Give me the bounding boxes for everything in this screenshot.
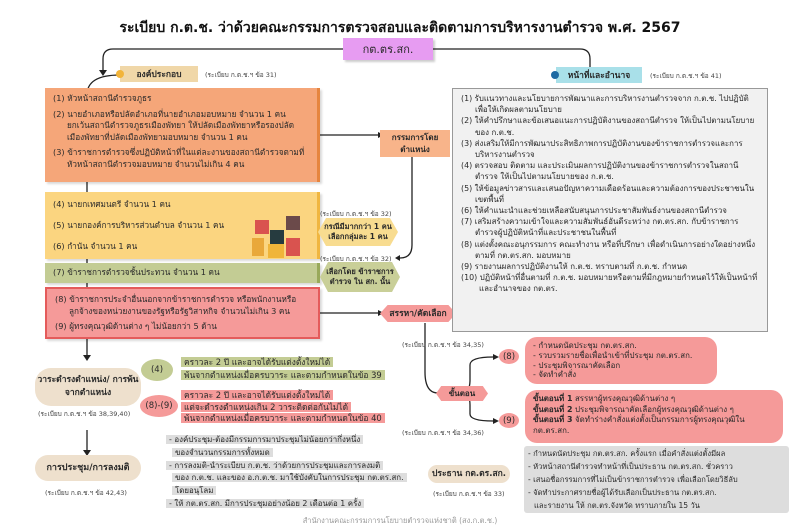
chair-duty-4b: และรายงาน ให้ กต.ตร.จังหวัด ทราบภายใน 15… [534, 501, 700, 510]
meeting-label: การประชุม/การลงมติ [46, 462, 130, 473]
meeting-rule-1: - องค์ประชุม-ต้องมีกรรมการมาประชุมไม่น้อ… [166, 435, 364, 444]
step9-2-text: ประชุมพิจารณาคัดเลือกผู้ทรงคุณวุฒิด้านต่… [572, 404, 734, 414]
chair-duty-3: - เสนอชื่อกรรมการที่ไม่เป็นข้าราชการตำรว… [528, 475, 738, 484]
term-ref: (ระเบียบ ก.ต.ช.ฯ ข้อ 38,39,40) [38, 410, 131, 418]
duties-label-text: หน้าที่และอำนาจ [567, 71, 631, 81]
chair-duties: - กำหนดนัดประชุม กต.ตร.สก. ครั้งแรก เมื่… [524, 446, 789, 513]
meeting-rule-2b: ของ ก.ต.ช. และของ อ.ก.ต.ช. มาใช้บังคับใน… [172, 473, 407, 483]
meeting-rules: - องค์ประชุม-ต้องมีกรรมการมาประชุมไม่น้อ… [166, 434, 407, 511]
meeting-pill: การประชุม/การลงมติ [35, 455, 141, 481]
recruit-label: สรรหา/คัดเลือก [389, 308, 447, 319]
member-6: (6) กำนัน จำนวน 1 คน [53, 241, 138, 251]
chair-duty-2: - หัวหน้าสถานีตำรวจทำหน้าที่เป็นประธาน ก… [528, 462, 733, 471]
duty-8: (8) แต่งตั้งคณะอนุกรรมการ คณะทำงาน หรือท… [461, 239, 756, 260]
duties-label: หน้าที่และอำนาจ [556, 67, 642, 83]
term-89-badge: (8)-(9) [140, 395, 178, 417]
hex1-text: กรณีมีมากกว่า 1 คน เลือกกลุ่มละ 1 คน [324, 222, 392, 241]
step8-2: - รวบรวมรายชื่อเพื่อนำเข้าที่ประชุม กต.ต… [533, 350, 693, 360]
ref-34-35: (ระเบียบ ก.ต.ช.ฯ ข้อ 34,35) [402, 341, 484, 349]
chair-pill: ประธาน กต.ตร.สก. [428, 465, 510, 483]
composition-label-text: องค์ประกอบ [136, 70, 182, 80]
term-4-line1: คราวละ 2 ปี และอาจได้รับแต่งตั้งใหม่ได้ [181, 357, 334, 367]
recruit-hex: สรรหา/คัดเลือก [380, 305, 456, 322]
term-89-text: คราวละ 2 ปี และอาจได้รับแต่งตั้งใหม่ได้ … [181, 390, 385, 425]
chair-duty-4: - จัดทำประกาศรายชื่อผู้ได้รับเลือกเป็นปร… [528, 488, 717, 497]
term-89-line1: คราวละ 2 ปี และอาจได้รับแต่งตั้งใหม่ได้ [181, 390, 334, 400]
member-4: (4) นายกเทศมนตรี จำนวน 1 คน [53, 199, 171, 209]
composition-orange-box: (1) หัวหน้าสถานีตำรวจภูธร (2) นายอำเภอหร… [45, 88, 320, 182]
duty-3: (3) ส่งเสริมให้มีการพัฒนาประสิทธิภาพการป… [461, 138, 743, 160]
duty-6: (6) ให้คำแนะนำและช่วยเหลือสนับสนุนการประ… [461, 206, 727, 216]
member-7: (7) ข้าราชการตำรวจชั้นประทวน จำนวน 1 คน [53, 267, 220, 277]
composition-ref: (ระเบียบ ก.ต.ช.ฯ ข้อ 31) [205, 71, 277, 79]
member-8: (8) ข้าราชการประจำอื่นนอกจากข้าราชการตำร… [55, 294, 297, 316]
puzzle-illustration [250, 212, 310, 258]
step9-2-title: ขั้นตอนที่ 2 [533, 404, 573, 414]
duty-7: (7) เสริมสร้างความเข้าใจและความสัมพันธ์อ… [461, 217, 739, 238]
term-89-line2: แต่จะดำรงตำแหน่งเกิน 2 วาระติดต่อกันไม่ไ… [181, 401, 352, 412]
composition-red-box: (8) ข้าราชการประจำอื่นนอกจากข้าราชการตำร… [45, 287, 320, 339]
meeting-rule-3: - ให้ กต.ตร.สก. มีการประชุมอย่างน้อย 2 เ… [166, 498, 365, 508]
ref-32-b: (ระเบียบ ก.ต.ช.ฯ ข้อ 32) [320, 255, 392, 263]
duty-10: (10) ปฏิบัติหน้าที่อื่นตามที่ ก.ต.ช. มอบ… [461, 273, 758, 294]
page-title: ระเบียบ ก.ต.ช. ว่าด้วยคณะกรรมการตรวจสอบแ… [119, 20, 681, 36]
duty-9: (9) รายงานผลการปฏิบัติงานให้ ก.ต.ช. ทราบ… [461, 262, 688, 272]
group-8-badge: (8) [499, 349, 519, 364]
step9-1: ขั้นตอนที่ 1 สรรหาผู้ทรงคุณวุฒิด้านต่าง … [533, 394, 775, 405]
step9-2: ขั้นตอนที่ 2 ประชุมพิจารณาคัดเลือกผู้ทรง… [533, 405, 775, 416]
duties-dot [551, 71, 559, 79]
step9-1-text: สรรหาผู้ทรงคุณวุฒิด้านต่าง ๆ [572, 394, 676, 403]
steps-9-box: ขั้นตอนที่ 1 สรรหาผู้ทรงคุณวุฒิด้านต่าง … [525, 390, 783, 443]
meeting-ref: (ระเบียบ ก.ต.ช.ฯ ข้อ 42,43) [45, 489, 127, 497]
procedure-hex: ขั้นตอน [436, 386, 488, 401]
police-vote-hex: เลือกโดย ข้าราชการตำรวจ ใน สก. นั้น [320, 262, 400, 292]
step8-1: - กำหนดนัดประชุม กต.ตร.สก. [533, 341, 637, 350]
steps-8-box: - กำหนดนัดประชุม กต.ตร.สก. - รวบรวมรายชื… [525, 337, 717, 384]
duty-2: (2) ให้คำปรึกษาและข้อเสนอแนะการปฏิบัติงา… [461, 116, 755, 137]
term-4-badge: (4) [141, 359, 173, 381]
member-9: (9) ผู้ทรงคุณวุฒิด้านต่าง ๆ ไม่น้อยกว่า … [55, 321, 217, 331]
member-1: (1) หัวหน้าสถานีตำรวจภูธร [53, 93, 152, 103]
composition-label: องค์ประกอบ [120, 66, 198, 82]
step9-3-title: ขั้นตอนที่ 3 [533, 415, 573, 424]
ex-officio-label: กรรมการโดยตำแหน่ง [391, 133, 439, 154]
chair-label: ประธาน กต.ตร.สก. [431, 468, 507, 479]
procedure-label: ขั้นตอน [448, 388, 476, 398]
root-label: กต.ตร.สก. [362, 43, 414, 56]
member-2: (2) นายอำเภอหรือปลัดอำเภอที่นายอำเภอมอบห… [53, 108, 295, 142]
step9-3: ขั้นตอนที่ 3 จัดทำร่างคำสั่งแต่งตั้งเป็น… [533, 415, 775, 436]
step9-1-title: ขั้นตอนที่ 1 [533, 394, 573, 403]
term-4-line2: พ้นจากตำแหน่งเมื่อครบวาระ และตามกำหนดในข… [181, 370, 385, 380]
root-node: กต.ตร.สก. [343, 38, 433, 60]
chair-ref: (ระเบียบ ก.ต.ช.ฯ ข้อ 33) [433, 490, 505, 498]
chair-duty-1: - กำหนดนัดประชุม กต.ตร.สก. ครั้งแรก เมื่… [528, 449, 726, 458]
meeting-rule-2c: โดยอนุโลม [172, 486, 217, 496]
meeting-rule-2: - การลงมติ-นำระเบียบ ก.ต.ช. ว่าด้วยการปร… [166, 460, 384, 470]
step8-3: - ประชุมพิจารณาคัดเลือก [533, 360, 621, 370]
group-9-badge: (9) [499, 413, 519, 428]
multiple-selection-hex: กรณีมีมากกว่า 1 คน เลือกกลุ่มละ 1 คน [318, 218, 398, 246]
term-89-line3: พ้นจากตำแหน่งเมื่อครบวาระ และตามกำหนดในข… [181, 413, 385, 423]
meeting-rule-1b: ของจำนวนกรรมการทั้งหมด [172, 447, 273, 457]
term-pill: วาระดำรงตำแหน่ง/ การพ้นจากตำแหน่ง [35, 368, 141, 406]
step9-3-text: จัดทำร่างคำสั่งแต่งตั้งเป็นกรรมการผู้ทรง… [533, 415, 745, 435]
composition-green-box: (7) ข้าราชการตำรวจชั้นประทวน จำนวน 1 คน [45, 263, 320, 283]
ref-32-a: (ระเบียบ ก.ต.ช.ฯ ข้อ 32) [320, 210, 392, 218]
ex-officio-box: กรรมการโดยตำแหน่ง [380, 130, 450, 157]
step8-4: - จัดทำคำสั่ง [533, 370, 577, 380]
composition-dot [116, 70, 124, 78]
footer-credit: สำนักงานคณะกรรมการนโยบายตำรวจแห่งชาติ (ส… [302, 516, 498, 525]
duties-box: (1) รับแนวทางและนโยบายการพัฒนาและการบริห… [452, 88, 768, 332]
term-4-text: คราวละ 2 ปี และอาจได้รับแต่งตั้งใหม่ได้ … [181, 356, 385, 382]
duty-5: (5) ให้ข้อมูลข่าวสารและเสนอปัญหาความเดือ… [461, 183, 755, 204]
hex2-text: เลือกโดย ข้าราชการตำรวจ ใน สก. นั้น [326, 267, 394, 286]
duty-1: (1) รับแนวทางและนโยบายการพัฒนาและการบริห… [461, 94, 749, 115]
member-3: (3) ข้าราชการตำรวจซึ่งปฏิบัติหน้าที่ในแต… [53, 147, 305, 169]
member-5: (5) นายกองค์การบริหารส่วนตำบล จำนวน 1 คน [53, 220, 225, 230]
ref-34-36: (ระเบียบ ก.ต.ช.ฯ ข้อ 34,36) [402, 429, 484, 437]
duties-ref: (ระเบียบ ก.ต.ช.ฯ ข้อ 41) [650, 72, 722, 80]
duty-4: (4) ตรวจสอบ ติดตาม และประเมินผลการปฏิบัต… [461, 161, 739, 182]
term-label: วาระดำรงตำแหน่ง/ การพ้นจากตำแหน่ง [37, 375, 139, 398]
